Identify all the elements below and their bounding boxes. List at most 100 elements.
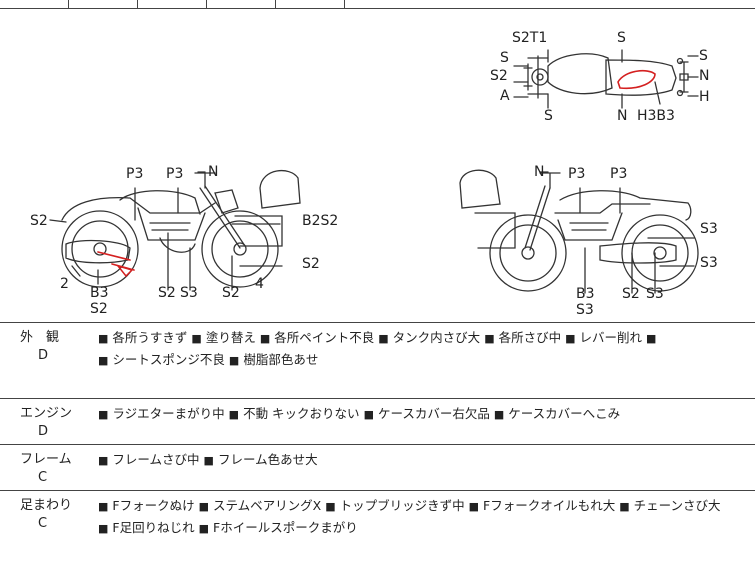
top-label-n-bottom: N <box>617 108 628 124</box>
left-label-p3b: P3 <box>166 166 184 182</box>
bullet-icon: ■ <box>378 332 389 345</box>
bullet-icon: ■ <box>98 354 109 367</box>
bullet-icon: ■ <box>203 454 214 467</box>
bullet-icon: ■ <box>98 500 109 513</box>
bullet-icon: ■ <box>565 332 576 345</box>
finding-item: Fホイールスポークまがり <box>213 520 358 535</box>
bullet-icon: ■ <box>198 522 210 535</box>
right-label-s3-mid: S3 <box>700 255 718 271</box>
finding-item: Fフォークオイルもれ大 <box>483 498 616 513</box>
top-label-s-top: S <box>617 30 626 46</box>
cell-divider <box>206 0 207 8</box>
right-label-s3-under-b3: S3 <box>576 302 594 318</box>
left-label-s2-bottom2: S2 <box>222 285 240 301</box>
top-label-a: A <box>500 88 510 104</box>
section-line: ■ラジエターまがり中■不動 キックおりない■ケースカバー右欠品■ケースカバーへこ… <box>98 405 620 424</box>
section-category: フレーム <box>20 452 72 467</box>
section-frame: フレーム C ■フレームさび中■フレーム色あせ大 <box>0 444 755 491</box>
right-label-s3-bottom: S3 <box>646 286 664 302</box>
top-header-row <box>0 0 755 9</box>
cell-divider <box>275 0 276 8</box>
top-label-h3b3: H3B3 <box>637 108 675 124</box>
finding-item: シートスポンジ不良 <box>112 352 225 367</box>
section-grade: D <box>38 424 49 439</box>
top-label-n-right: N <box>699 68 710 84</box>
left-label-n: N <box>208 164 219 180</box>
top-label-s2t1: S2T1 <box>512 30 548 46</box>
finding-item: トップブリッジきず中 <box>339 498 465 513</box>
section-line: ■Fフォークぬけ■ステムベアリングX■トップブリッジきず中■Fフォークオイルもれ… <box>98 497 721 516</box>
bullet-icon: ■ <box>98 408 109 421</box>
bullet-icon: ■ <box>259 332 271 345</box>
left-label-2: 2 <box>60 276 69 292</box>
finding-item: 樹脂部色あせ <box>243 352 319 367</box>
left-side-motorcycle <box>49 169 301 291</box>
section-grade: D <box>38 348 49 363</box>
bullet-icon: ■ <box>198 500 210 513</box>
bullet-icon: ■ <box>363 408 374 421</box>
finding-item: 各所さび中 <box>498 330 562 345</box>
section-line: ■シートスポンジ不良■樹脂部色あせ <box>98 351 318 370</box>
bullet-icon: ■ <box>228 408 240 421</box>
finding-item: ラジエターまがり中 <box>112 406 225 421</box>
top-label-s-left: S <box>500 50 509 66</box>
right-label-b3: B3 <box>576 286 595 302</box>
bullet-icon: ■ <box>98 454 109 467</box>
right-side-motorcycle <box>459 169 699 294</box>
top-label-h-right: H <box>699 89 710 105</box>
bullet-icon: ■ <box>191 332 202 345</box>
finding-item: ケースカバー右欠品 <box>377 406 490 421</box>
finding-item: 各所うすきず <box>112 330 188 345</box>
section-line: ■F足回りねじれ■Fホイールスポークまがり <box>98 519 358 538</box>
left-label-s2-under-b3: S2 <box>90 301 108 317</box>
finding-item: F足回りねじれ <box>112 520 195 535</box>
left-label-s2: S2 <box>30 213 48 229</box>
bullet-icon: ■ <box>619 500 630 513</box>
section-line: ■フレームさび中■フレーム色あせ大 <box>98 451 318 470</box>
finding-item: 不動 キックおりない <box>243 406 360 421</box>
finding-item: タンク内さび大 <box>392 330 481 345</box>
left-label-s2-right: S2 <box>302 256 320 272</box>
bullet-icon: ■ <box>646 332 657 345</box>
section-category: 外 観 <box>20 330 60 345</box>
finding-item: 各所ペイント不良 <box>274 330 375 345</box>
top-label-s2-left: S2 <box>490 68 508 84</box>
finding-item: Fフォークぬけ <box>112 498 195 513</box>
finding-item: フレーム色あせ大 <box>217 452 318 467</box>
right-label-p3a: P3 <box>568 166 586 182</box>
motorcycle-diagram-area: S2T1 S S2 A S S S N H N H3B3 P3 P3 N S2 … <box>0 8 755 322</box>
section-grade: C <box>38 516 48 531</box>
finding-item: チェーンさび大 <box>633 498 721 513</box>
finding-item: ケースカバーへこみ <box>508 406 621 421</box>
motorcycle-diagram <box>49 49 699 294</box>
top-label-s-right: S <box>699 48 708 64</box>
section-suspension: 足まわり C ■Fフォークぬけ■ステムベアリングX■トップブリッジきず中■Fフォ… <box>0 490 755 562</box>
top-view-motorcycle <box>513 49 699 109</box>
right-label-p3b: P3 <box>610 166 628 182</box>
left-label-b2s2: B2S2 <box>302 213 339 229</box>
left-label-s2-bottom: S2 <box>158 285 176 301</box>
right-label-s3-top: S3 <box>700 221 718 237</box>
top-label-s-bottom: S <box>544 108 553 124</box>
section-exterior: 外 観 D ■各所うすきず■塗り替え■各所ペイント不良■タンク内さび大■各所さび… <box>0 322 755 399</box>
section-category: エンジン <box>20 406 73 421</box>
cell-divider <box>137 0 138 8</box>
finding-item: ステムベアリングX <box>213 498 322 513</box>
bullet-icon: ■ <box>228 354 240 367</box>
finding-item: フレームさび中 <box>112 452 200 467</box>
left-label-p3a: P3 <box>126 166 144 182</box>
bullet-icon: ■ <box>98 332 109 345</box>
left-label-s3-bottom: S3 <box>180 285 198 301</box>
section-grade: C <box>38 470 48 485</box>
bullet-icon: ■ <box>484 332 495 345</box>
right-label-s2-bottom: S2 <box>622 286 640 302</box>
section-category: 足まわり <box>20 498 73 513</box>
bullet-icon: ■ <box>98 522 109 535</box>
finding-item: 塗り替え <box>205 330 256 345</box>
bullet-icon: ■ <box>493 408 505 421</box>
section-engine: エンジン D ■ラジエターまがり中■不動 キックおりない■ケースカバー右欠品■ケ… <box>0 398 755 445</box>
cell-divider <box>344 0 345 8</box>
bullet-icon: ■ <box>468 500 480 513</box>
left-label-b3: B3 <box>90 285 109 301</box>
